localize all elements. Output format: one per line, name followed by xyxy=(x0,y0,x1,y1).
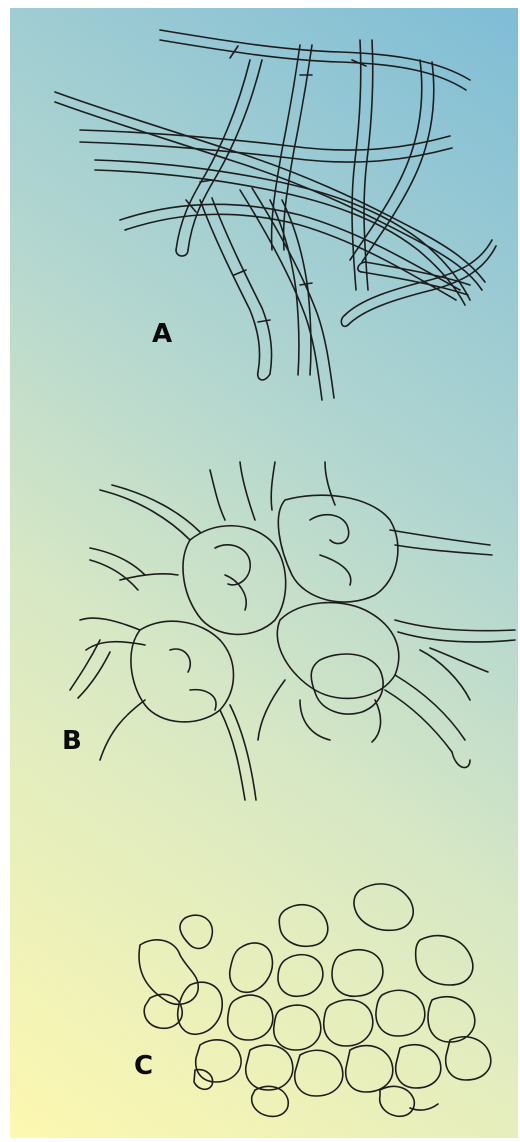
label-c: C xyxy=(134,1051,153,1081)
drawing-b-reticulate-network xyxy=(10,453,518,823)
figure-panel: A B C xyxy=(10,8,518,1138)
drawing-a-branching-filaments xyxy=(10,8,518,428)
drawing-c-lobed-cells xyxy=(10,878,518,1138)
label-b: B xyxy=(62,726,82,756)
label-a: A xyxy=(152,319,172,349)
